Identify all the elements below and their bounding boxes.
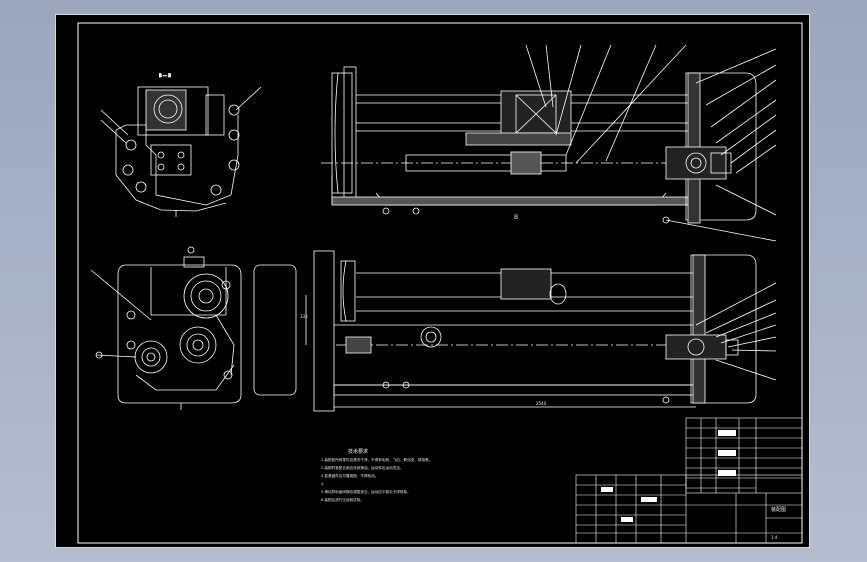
main-section-view bbox=[321, 44, 777, 242]
section-view-top-left: B — B bbox=[100, 73, 262, 217]
technical-notes: 技术要求 1.装配前所有零件应清洗干净，不得有毛刺、飞边、氧化皮、锈蚀等。 2.… bbox=[321, 448, 432, 502]
note-line-2: 2.装配时各配合面应涂润滑油，运动件应运动灵活。 bbox=[321, 465, 404, 470]
notes-title: 技术要求 bbox=[348, 448, 368, 455]
plan-view: 2540 335 bbox=[300, 250, 777, 412]
drawing-frame bbox=[77, 22, 803, 544]
note-line-3: 3.各紧固件应可靠紧固，不得松动。 bbox=[321, 473, 378, 478]
side-view-bottom-left bbox=[90, 246, 297, 410]
note-line-1: 1.装配前所有零件应清洗干净，不得有毛刺、飞边、氧化皮、锈蚀等。 bbox=[321, 457, 432, 462]
title-block bbox=[575, 417, 803, 544]
note-line-5: 5.滑动导轨面间隙应调整适当，运动应平稳无卡滞现象。 bbox=[321, 489, 411, 494]
side-dimension: 335 bbox=[300, 314, 308, 319]
note-line-6: 6.装配后进行空运转试验。 bbox=[321, 497, 364, 502]
scale-text: 1:4 bbox=[771, 535, 778, 540]
note-line-4: 4. bbox=[321, 482, 324, 486]
bottom-dimension: 2540 bbox=[536, 401, 547, 406]
section-label: B — B bbox=[159, 73, 171, 78]
drawing-sheet[interactable]: B — B bbox=[55, 14, 810, 548]
drawing-canvas: B — B bbox=[77, 22, 803, 544]
drawing-title: 装配图 bbox=[771, 506, 786, 513]
center-mark: B bbox=[514, 214, 518, 221]
